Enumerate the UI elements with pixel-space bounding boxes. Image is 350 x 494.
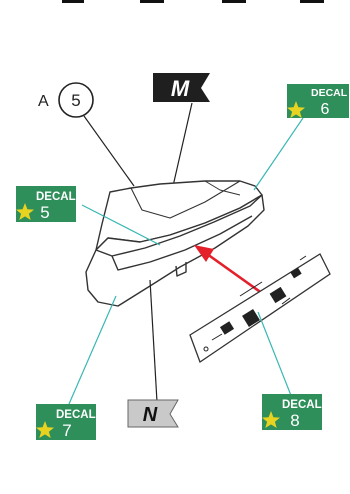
decal-sheet-outline: [189, 253, 331, 364]
decal-number: 6: [321, 101, 330, 118]
decal-sheet-marks: [203, 255, 307, 352]
star-icon: [287, 101, 305, 118]
decal-leaders: [68, 117, 304, 405]
decal-word: DECAL: [282, 399, 322, 411]
part-lower-lip: [111, 215, 253, 271]
decal-8-leader: [257, 311, 293, 399]
part-front-face: [85, 194, 265, 307]
part-leader-line: [83, 115, 135, 187]
part-notch: [175, 262, 187, 277]
cropped-header-marks: [62, 0, 324, 3]
part-number-circle: [58, 82, 94, 118]
decal-badge-8: DECAL 8: [262, 394, 322, 430]
star-icon: [262, 411, 280, 428]
decal-number: 7: [62, 421, 71, 440]
flag-n-label: N: [143, 404, 158, 426]
decal-word: DECAL: [311, 87, 348, 99]
flag-m: M: [153, 73, 210, 209]
decal-number: 5: [40, 203, 49, 222]
decal-7-leader: [68, 295, 117, 405]
part-rim: [95, 194, 263, 257]
decal-badge-5: DECAL 5: [16, 186, 76, 222]
flag-n: N: [127, 279, 179, 428]
decal-sheet: [189, 253, 331, 364]
flag-m-label: M: [171, 76, 190, 101]
part-number: 5: [71, 91, 80, 110]
star-icon: [36, 421, 54, 438]
decal-number: 8: [290, 411, 299, 430]
decal-word: DECAL: [56, 409, 96, 421]
decal-6-leader: [253, 117, 304, 191]
flag-m-shape: [153, 73, 210, 102]
arrow-head: [194, 245, 214, 262]
star-icon: [16, 203, 34, 220]
main-part: [85, 180, 265, 307]
part-top-crease: [130, 180, 241, 219]
decal-5-leader: [81, 204, 161, 246]
part-inner-detail: [204, 180, 241, 196]
flag-n-leader: [149, 279, 158, 403]
flag-n-shape: [127, 399, 179, 428]
decal-word: DECAL: [36, 191, 76, 203]
decal-badge-7: DECAL 7: [36, 404, 96, 440]
decal-badge-6: DECAL 6: [287, 84, 349, 118]
part-callout: A 5: [38, 82, 135, 187]
assembly-letter: A: [38, 93, 49, 110]
